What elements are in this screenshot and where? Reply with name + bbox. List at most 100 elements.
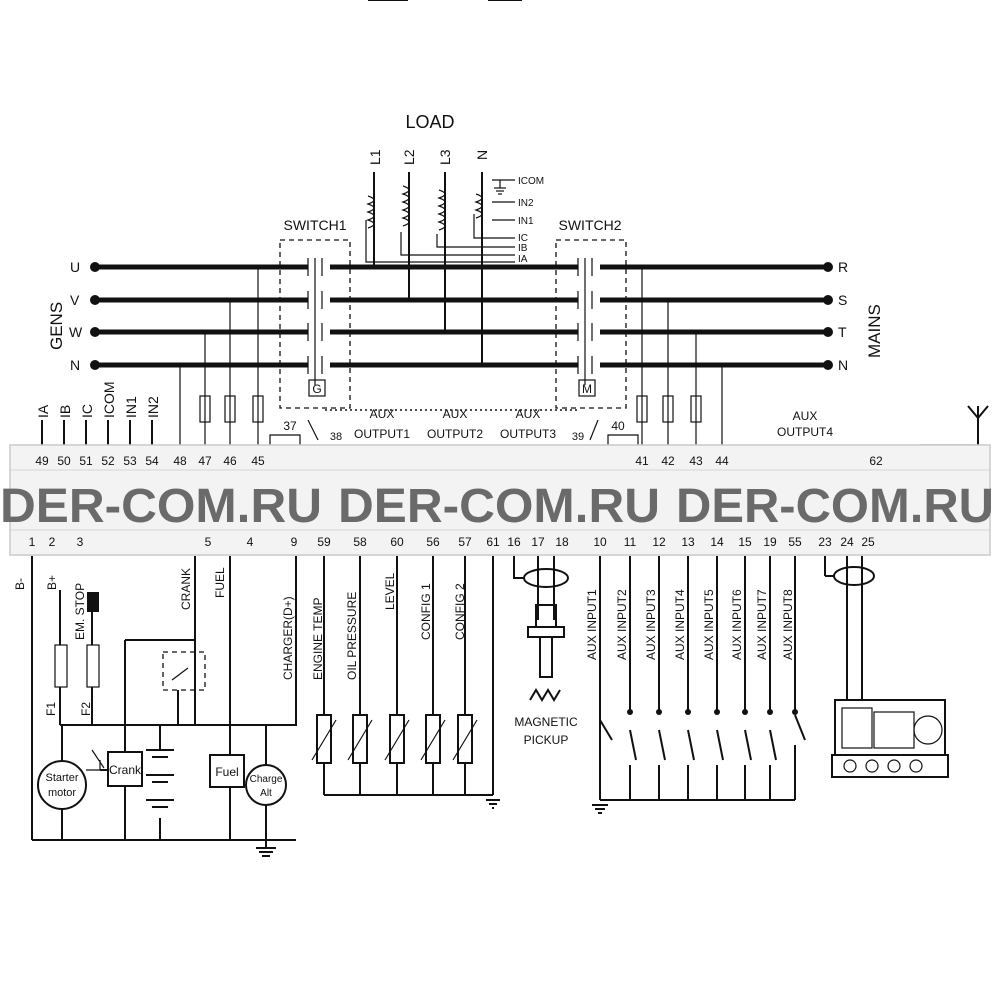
pin-40: 40: [611, 419, 625, 433]
switch2-label: SWITCH2: [559, 217, 622, 233]
ct-label-ia: IA: [518, 254, 528, 265]
load-title: LOAD: [405, 112, 454, 132]
mains-phase-s: S: [838, 292, 847, 308]
ct-coil-1: [366, 195, 375, 229]
charge-alt-label-2: Alt: [260, 788, 272, 799]
ct-label-ib: IB: [518, 243, 528, 254]
ct-coil-4: [474, 193, 483, 219]
magnetic-pickup-icon: [513, 556, 569, 702]
breaker-m-label: M: [582, 382, 592, 396]
crank-relay-contact-box: [162, 651, 206, 691]
pickup-label-2: PICKUP: [524, 733, 569, 747]
terminal-23: 23: [818, 535, 832, 549]
starter-motor: [37, 760, 87, 810]
switch-contacts: [307, 258, 593, 385]
terminal-43: 43: [689, 454, 703, 468]
label-level: LEVEL: [383, 572, 397, 610]
ct-label-in2: IN2: [518, 198, 534, 209]
gens-phase-n: N: [70, 357, 80, 373]
fuse-f1-label: F1: [44, 702, 58, 716]
terminal-45: 45: [251, 454, 265, 468]
aux2-line2: OUTPUT2: [427, 427, 483, 441]
label-aux-input7: AUX INPUT7: [755, 589, 769, 660]
mains-voltage-sense: [636, 267, 723, 445]
load-phase-n: N: [474, 150, 490, 160]
load-phase-l1: L1: [367, 149, 383, 165]
label-fuel: FUEL: [213, 567, 227, 598]
gens-phase-v: V: [70, 292, 80, 308]
gens-voltage-sense: [179, 267, 264, 445]
sensor-circuits: [311, 556, 500, 809]
terminal-49: 49: [35, 454, 49, 468]
label-b-minus: B-: [13, 578, 27, 590]
label-config1: CONFIG 1: [419, 583, 433, 640]
bottom-terminal-numbers: 1 2 3 5 4 9 59 58 60 56 57 61 16 17 18 1…: [29, 535, 875, 549]
starter-circuit: [31, 556, 297, 857]
ct-label-ic: IC: [518, 233, 528, 244]
terminal-24: 24: [840, 535, 854, 549]
terminal-13: 13: [681, 535, 695, 549]
terminal-58: 58: [353, 535, 367, 549]
ct-label-icom: ICOM: [518, 176, 544, 187]
mains-phase-n: N: [838, 357, 848, 373]
ct-label-in1: IN1: [518, 216, 534, 227]
charge-alternator: [245, 764, 287, 806]
terminal-61: 61: [486, 535, 500, 549]
gens-phase-w: W: [69, 324, 83, 340]
breaker-g-label: G: [312, 382, 321, 396]
terminal-54: 54: [145, 454, 159, 468]
label-aux-input3: AUX INPUT3: [644, 589, 658, 660]
breaker-m-coil: [578, 379, 596, 397]
input-label-ia: IA: [35, 404, 51, 418]
aux4-line2: OUTPUT4: [777, 425, 833, 439]
label-aux-input6: AUX INPUT6: [730, 589, 744, 660]
starter-label-1: Starter: [45, 772, 78, 784]
terminal-62: 62: [869, 454, 883, 468]
load-conductors: [365, 172, 515, 365]
current-inputs: [41, 420, 153, 445]
watermark-3: DER-COM.RU: [676, 480, 994, 533]
label-em-stop: EM. STOP: [73, 583, 87, 640]
terminal-2: 2: [49, 535, 56, 549]
gens-label: GENS: [47, 302, 66, 350]
controller-terminal-strip: [9, 444, 991, 556]
load-phase-l3: L3: [437, 149, 453, 165]
ct-coil-2: [401, 185, 410, 227]
mains-label: MAINS: [865, 304, 884, 358]
bus-lines: [90, 262, 833, 370]
breaker-g-coil: [308, 379, 326, 397]
aux2-line1: AUX: [443, 407, 468, 421]
input-label-icom: ICOM: [101, 381, 117, 418]
label-config2: CONFIG 2: [453, 583, 467, 640]
terminal-56: 56: [426, 535, 440, 549]
gens-phase-u: U: [70, 259, 80, 275]
label-aux-input5: AUX INPUT5: [702, 589, 716, 660]
fuel-solenoid: [209, 754, 245, 788]
terminal-25: 25: [861, 535, 875, 549]
terminal-51: 51: [79, 454, 93, 468]
pickup-label-1: MAGNETIC: [514, 715, 578, 729]
terminal-10: 10: [593, 535, 607, 549]
genset-icon: [824, 556, 949, 778]
watermark-1: DER-COM.RU: [0, 480, 322, 533]
input-label-ib: IB: [57, 405, 73, 418]
input-label-in1: IN1: [123, 396, 139, 418]
label-b-plus: B+: [45, 575, 59, 590]
em-stop-button-icon: [87, 592, 99, 612]
mains-phase-r: R: [838, 259, 848, 275]
aux3-line2: OUTPUT3: [500, 427, 556, 441]
terminal-57: 57: [458, 535, 472, 549]
switch1-label: SWITCH1: [284, 217, 347, 233]
terminal-42: 42: [661, 454, 675, 468]
terminal-47: 47: [198, 454, 212, 468]
watermark-2: DER-COM.RU: [338, 480, 660, 533]
label-engine-temp: ENGINE TEMP: [311, 598, 325, 680]
terminal-9: 9: [291, 535, 298, 549]
terminal-1: 1: [29, 535, 36, 549]
top-terminal-numbers: 49 50 51 52 53 54 48 47 46 45 41 42 43 4…: [35, 454, 883, 468]
pin-38: 38: [330, 431, 342, 443]
switch2-box: [555, 239, 627, 409]
pin-39: 39: [572, 431, 584, 443]
terminal-46: 46: [223, 454, 237, 468]
